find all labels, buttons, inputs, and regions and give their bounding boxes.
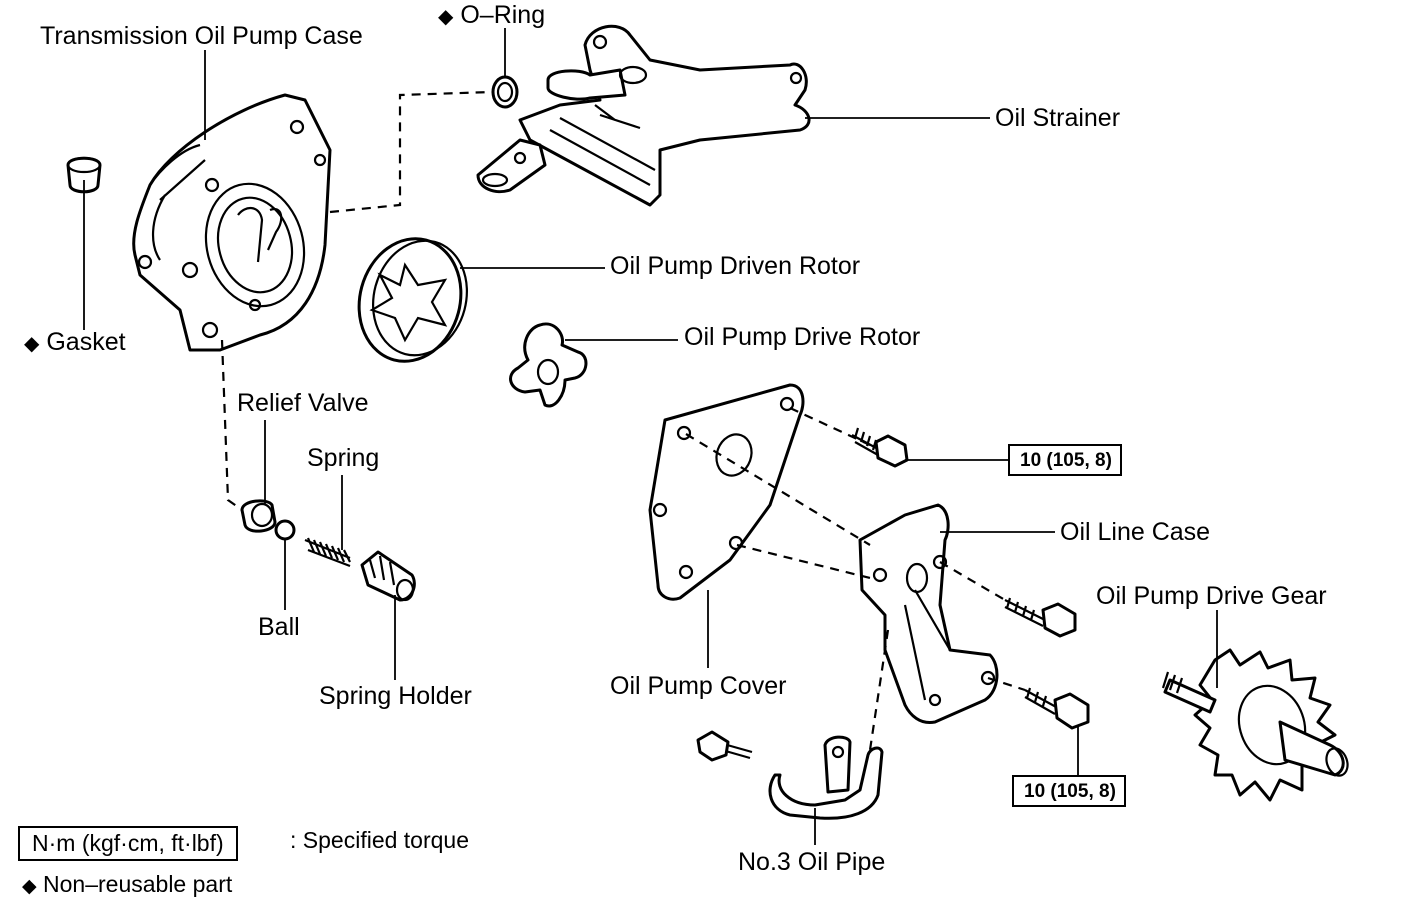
label-oil-pump-cover: Oil Pump Cover xyxy=(610,672,787,700)
torque-spec-upper: 10 (105, 8) xyxy=(1008,444,1122,476)
legend-non-reusable-text: Non–reusable part xyxy=(43,871,233,897)
label-relief-valve: Relief Valve xyxy=(237,389,369,417)
label-oil-line-case: Oil Line Case xyxy=(1060,518,1211,546)
legend-non-reusable: ◆ Non–reusable part xyxy=(22,871,233,897)
oil-pump-cover-drawing xyxy=(648,383,805,601)
non-reusable-mark-icon: ◆ xyxy=(438,6,454,28)
legend-torque-description: : Specified torque xyxy=(290,827,470,853)
label-no3-oil-pipe: No.3 Oil Pipe xyxy=(738,848,886,876)
o-ring-drawing xyxy=(491,75,519,109)
oil-pipe-drawing xyxy=(768,735,884,820)
oil-line-case-drawing xyxy=(858,503,999,725)
torque-spec-lower: 10 (105, 8) xyxy=(1012,775,1126,807)
gasket-drawing xyxy=(66,156,102,194)
label-oil-pump-drive-gear: Oil Pump Drive Gear xyxy=(1096,582,1327,610)
label-oil-strainer: Oil Strainer xyxy=(995,104,1121,132)
relief-valve-group-drawing xyxy=(240,499,416,602)
bolts-drawing xyxy=(696,427,1090,762)
label-gasket: Gasket xyxy=(46,328,126,356)
label-ball: Ball xyxy=(258,613,300,641)
label-o-ring: O–Ring xyxy=(460,1,546,29)
legend-torque-unit: N·m (kgf·cm, ft·lbf) xyxy=(18,826,238,861)
label-gasket-group: ◆ Gasket xyxy=(24,330,126,355)
label-o-ring-group: ◆ O–Ring xyxy=(438,3,545,28)
non-reusable-mark-icon: ◆ xyxy=(24,333,40,355)
oil-strainer-drawing xyxy=(476,24,811,207)
driven-rotor-drawing xyxy=(357,237,468,363)
leader-lines xyxy=(83,28,1218,845)
label-transmission-oil-pump-case: Transmission Oil Pump Case xyxy=(40,22,363,50)
label-spring: Spring xyxy=(307,444,380,472)
assembly-guide-lines xyxy=(220,90,1026,751)
label-oil-pump-driven-rotor: Oil Pump Driven Rotor xyxy=(610,252,861,280)
label-spring-holder: Spring Holder xyxy=(319,682,472,710)
label-oil-pump-drive-rotor: Oil Pump Drive Rotor xyxy=(684,323,921,351)
pump-case-drawing xyxy=(132,93,332,352)
drive-rotor-drawing xyxy=(509,322,588,408)
drive-gear-drawing xyxy=(1161,648,1349,802)
non-reusable-mark-icon: ◆ xyxy=(22,876,37,897)
